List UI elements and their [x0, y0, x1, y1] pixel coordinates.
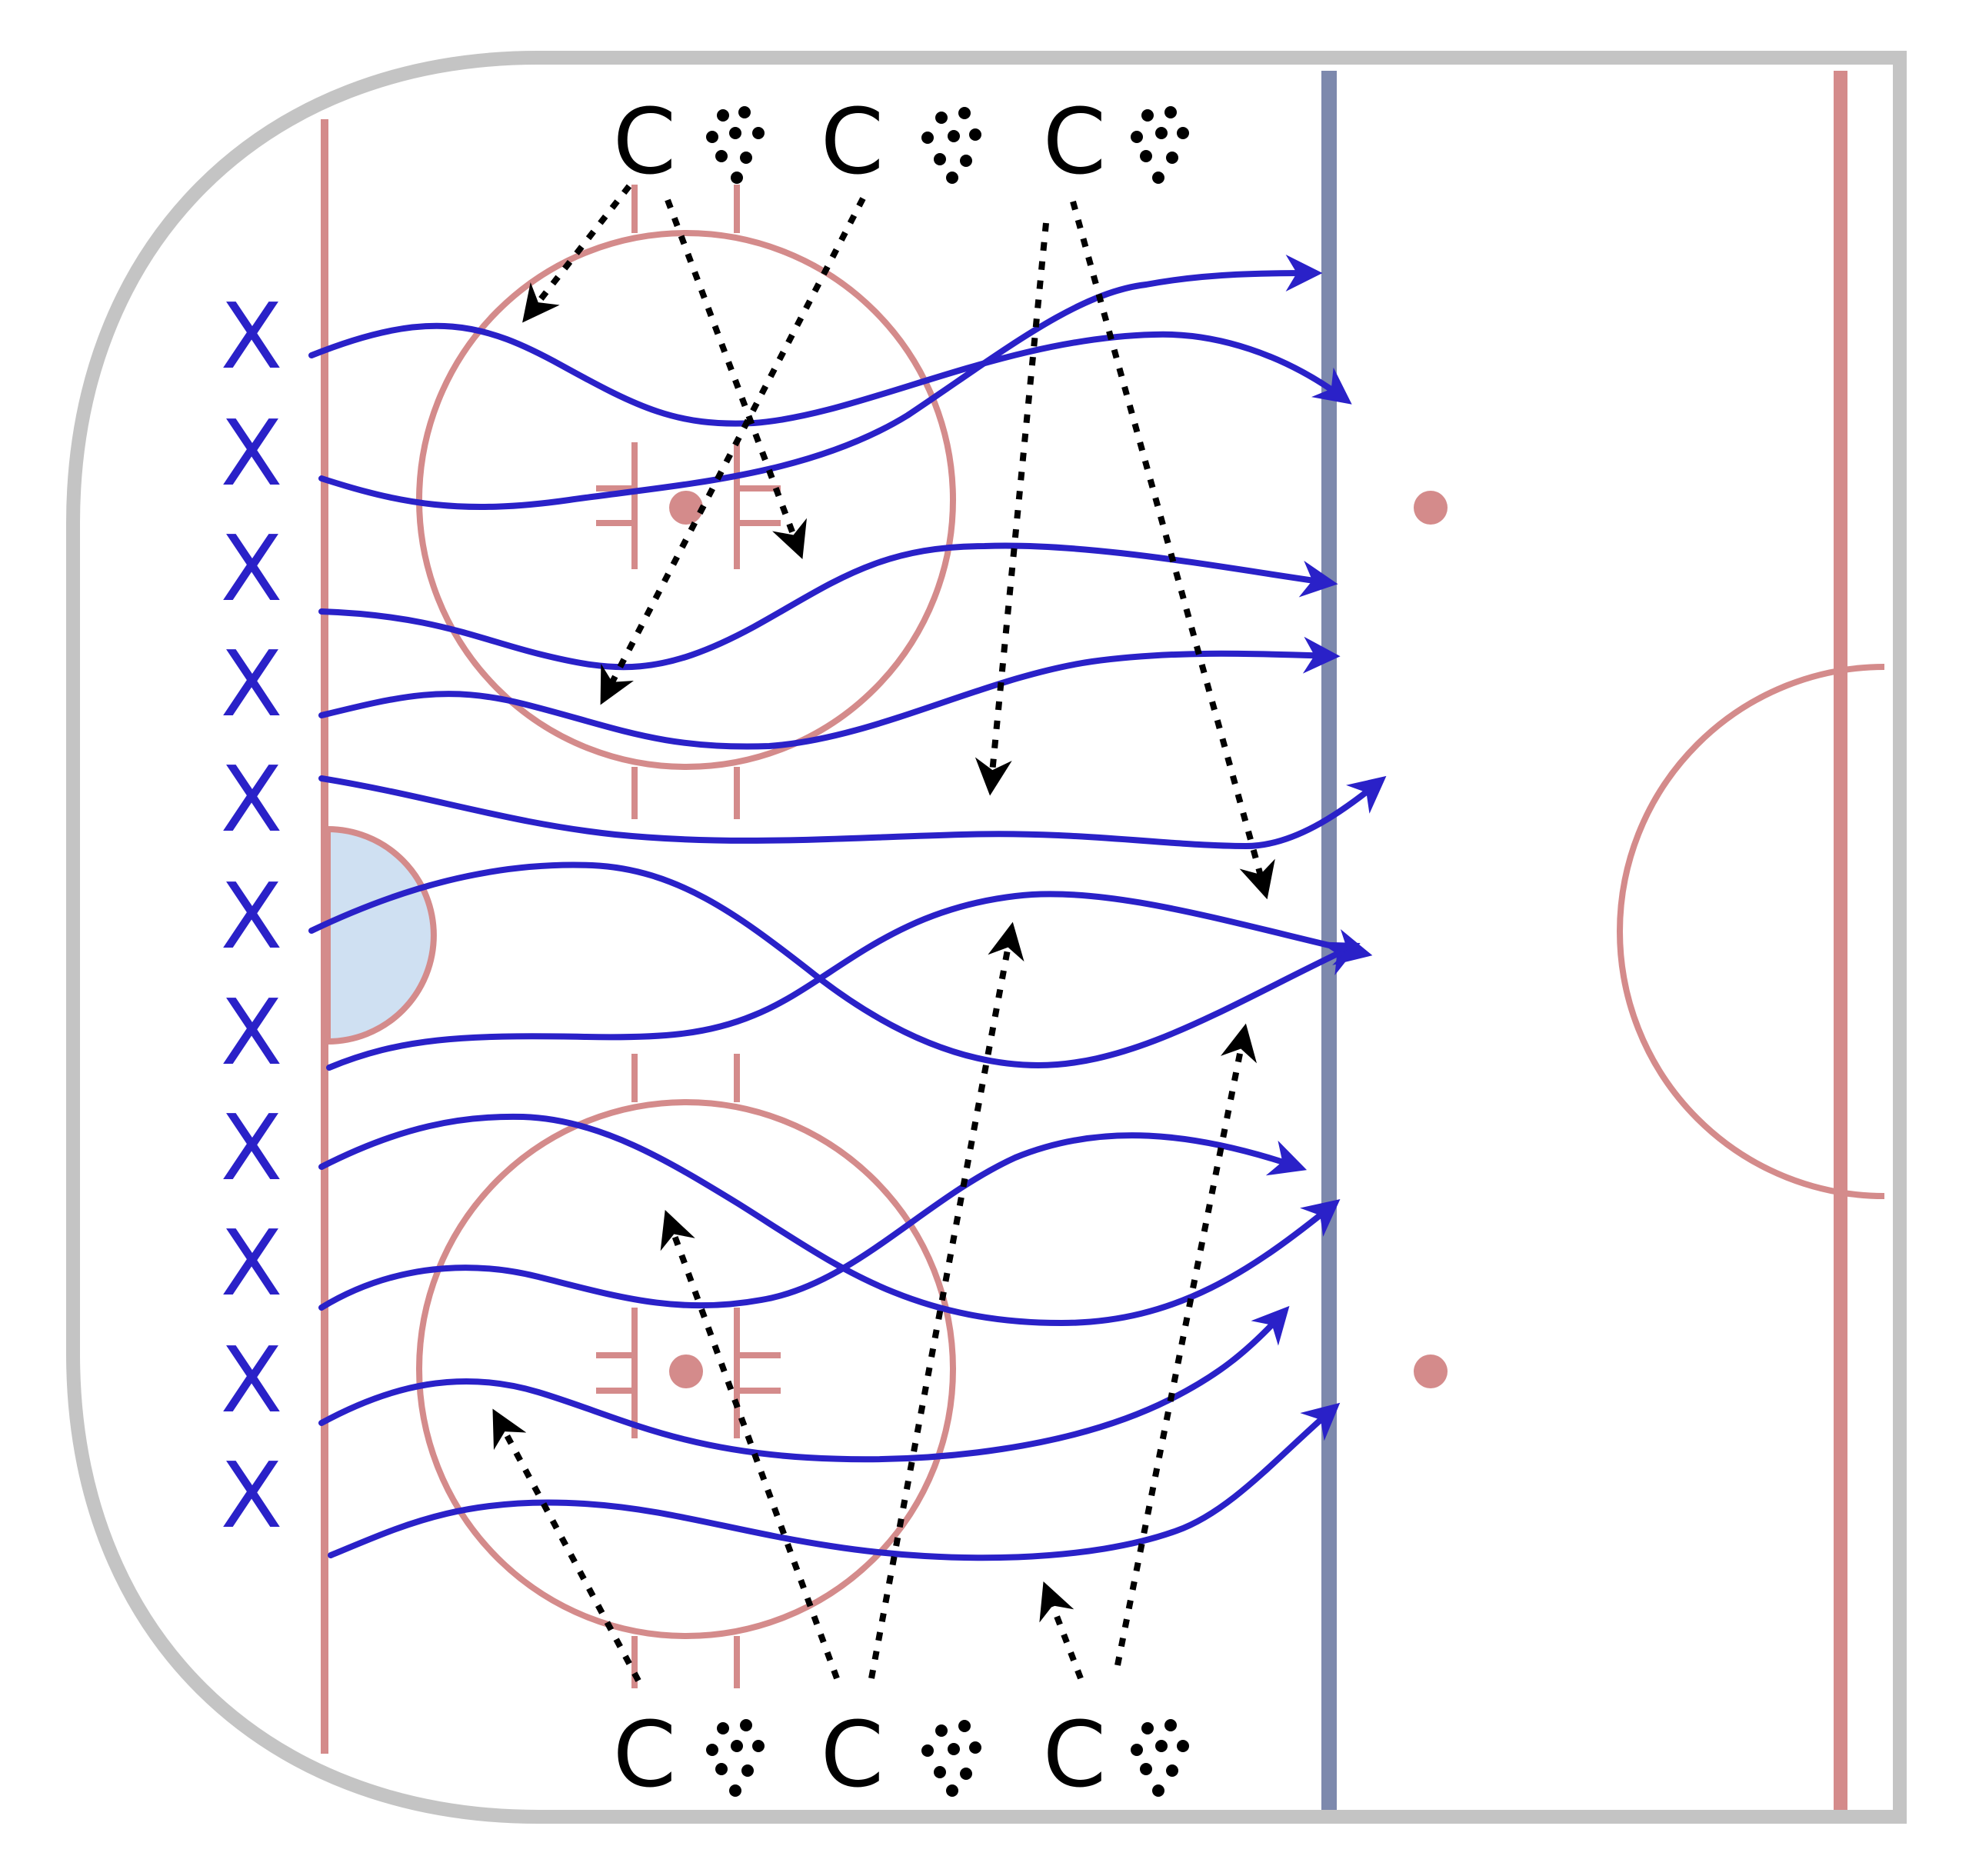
neutral-zone-dot-bottom: [1414, 1355, 1448, 1388]
pass-path-1: [522, 184, 632, 323]
skate-path-10: [318, 1305, 1290, 1463]
coach-marker: C: [821, 88, 884, 195]
center-ice-circle: [1617, 664, 1885, 1199]
puck-pile-icon: [921, 1720, 981, 1797]
player-marker: X: [221, 515, 283, 621]
puck-pile-icon: [1131, 1719, 1189, 1797]
player-markers: X X X X X X X X X X X: [221, 283, 283, 1548]
pass-path-2: [665, 198, 807, 559]
faceoff-dot-bottom: [669, 1355, 703, 1388]
pass-path-8: [868, 921, 1024, 1679]
skate-path-8: [318, 1113, 1341, 1327]
player-marker: X: [221, 1442, 283, 1548]
skate-path-2: [318, 255, 1323, 511]
skate-path-6: [308, 861, 1361, 1069]
skate-path-11: [328, 1402, 1341, 1561]
faceoff-circle-bottom: [416, 1054, 956, 1688]
coach-marker: C: [1043, 1701, 1106, 1808]
pass-path-7: [660, 1209, 840, 1680]
pass-path-9: [1039, 1581, 1084, 1680]
puck-pile-icon: [1131, 106, 1189, 184]
player-marker: X: [221, 1327, 283, 1433]
skate-path-1: [308, 322, 1352, 427]
puck-piles: [706, 106, 1189, 1797]
coach-marker: C: [613, 88, 676, 195]
player-marker: X: [221, 863, 283, 969]
player-marker: X: [221, 1210, 283, 1316]
pass-path-6: [492, 1408, 641, 1682]
player-marker: X: [221, 283, 283, 389]
pass-paths: [492, 184, 1275, 1682]
player-marker: X: [221, 746, 283, 852]
player-marker: X: [221, 631, 283, 737]
puck-pile-icon: [921, 107, 981, 184]
skating-paths: [308, 255, 1387, 1561]
player-marker: X: [221, 400, 283, 506]
pass-path-10: [1114, 1023, 1258, 1666]
goal-crease: [325, 825, 437, 1045]
faceoff-dot-top: [669, 491, 703, 525]
skate-path-7: [326, 891, 1373, 1071]
puck-pile-icon: [706, 106, 765, 184]
neutral-zone-dot-top: [1414, 491, 1448, 525]
skate-path-5: [318, 775, 1387, 850]
coach-marker: C: [613, 1701, 676, 1808]
skate-path-9: [318, 1132, 1308, 1311]
skate-path-3: [318, 542, 1338, 671]
coach-marker: C: [821, 1701, 884, 1808]
skate-path-4: [318, 636, 1341, 750]
coach-markers: C C C C C C: [613, 88, 1106, 1808]
pass-path-3: [600, 197, 866, 705]
player-marker: X: [221, 1095, 283, 1201]
pass-path-5: [1070, 200, 1275, 900]
player-marker: X: [221, 979, 283, 1085]
puck-pile-icon: [706, 1719, 765, 1797]
coach-marker: C: [1043, 88, 1106, 195]
